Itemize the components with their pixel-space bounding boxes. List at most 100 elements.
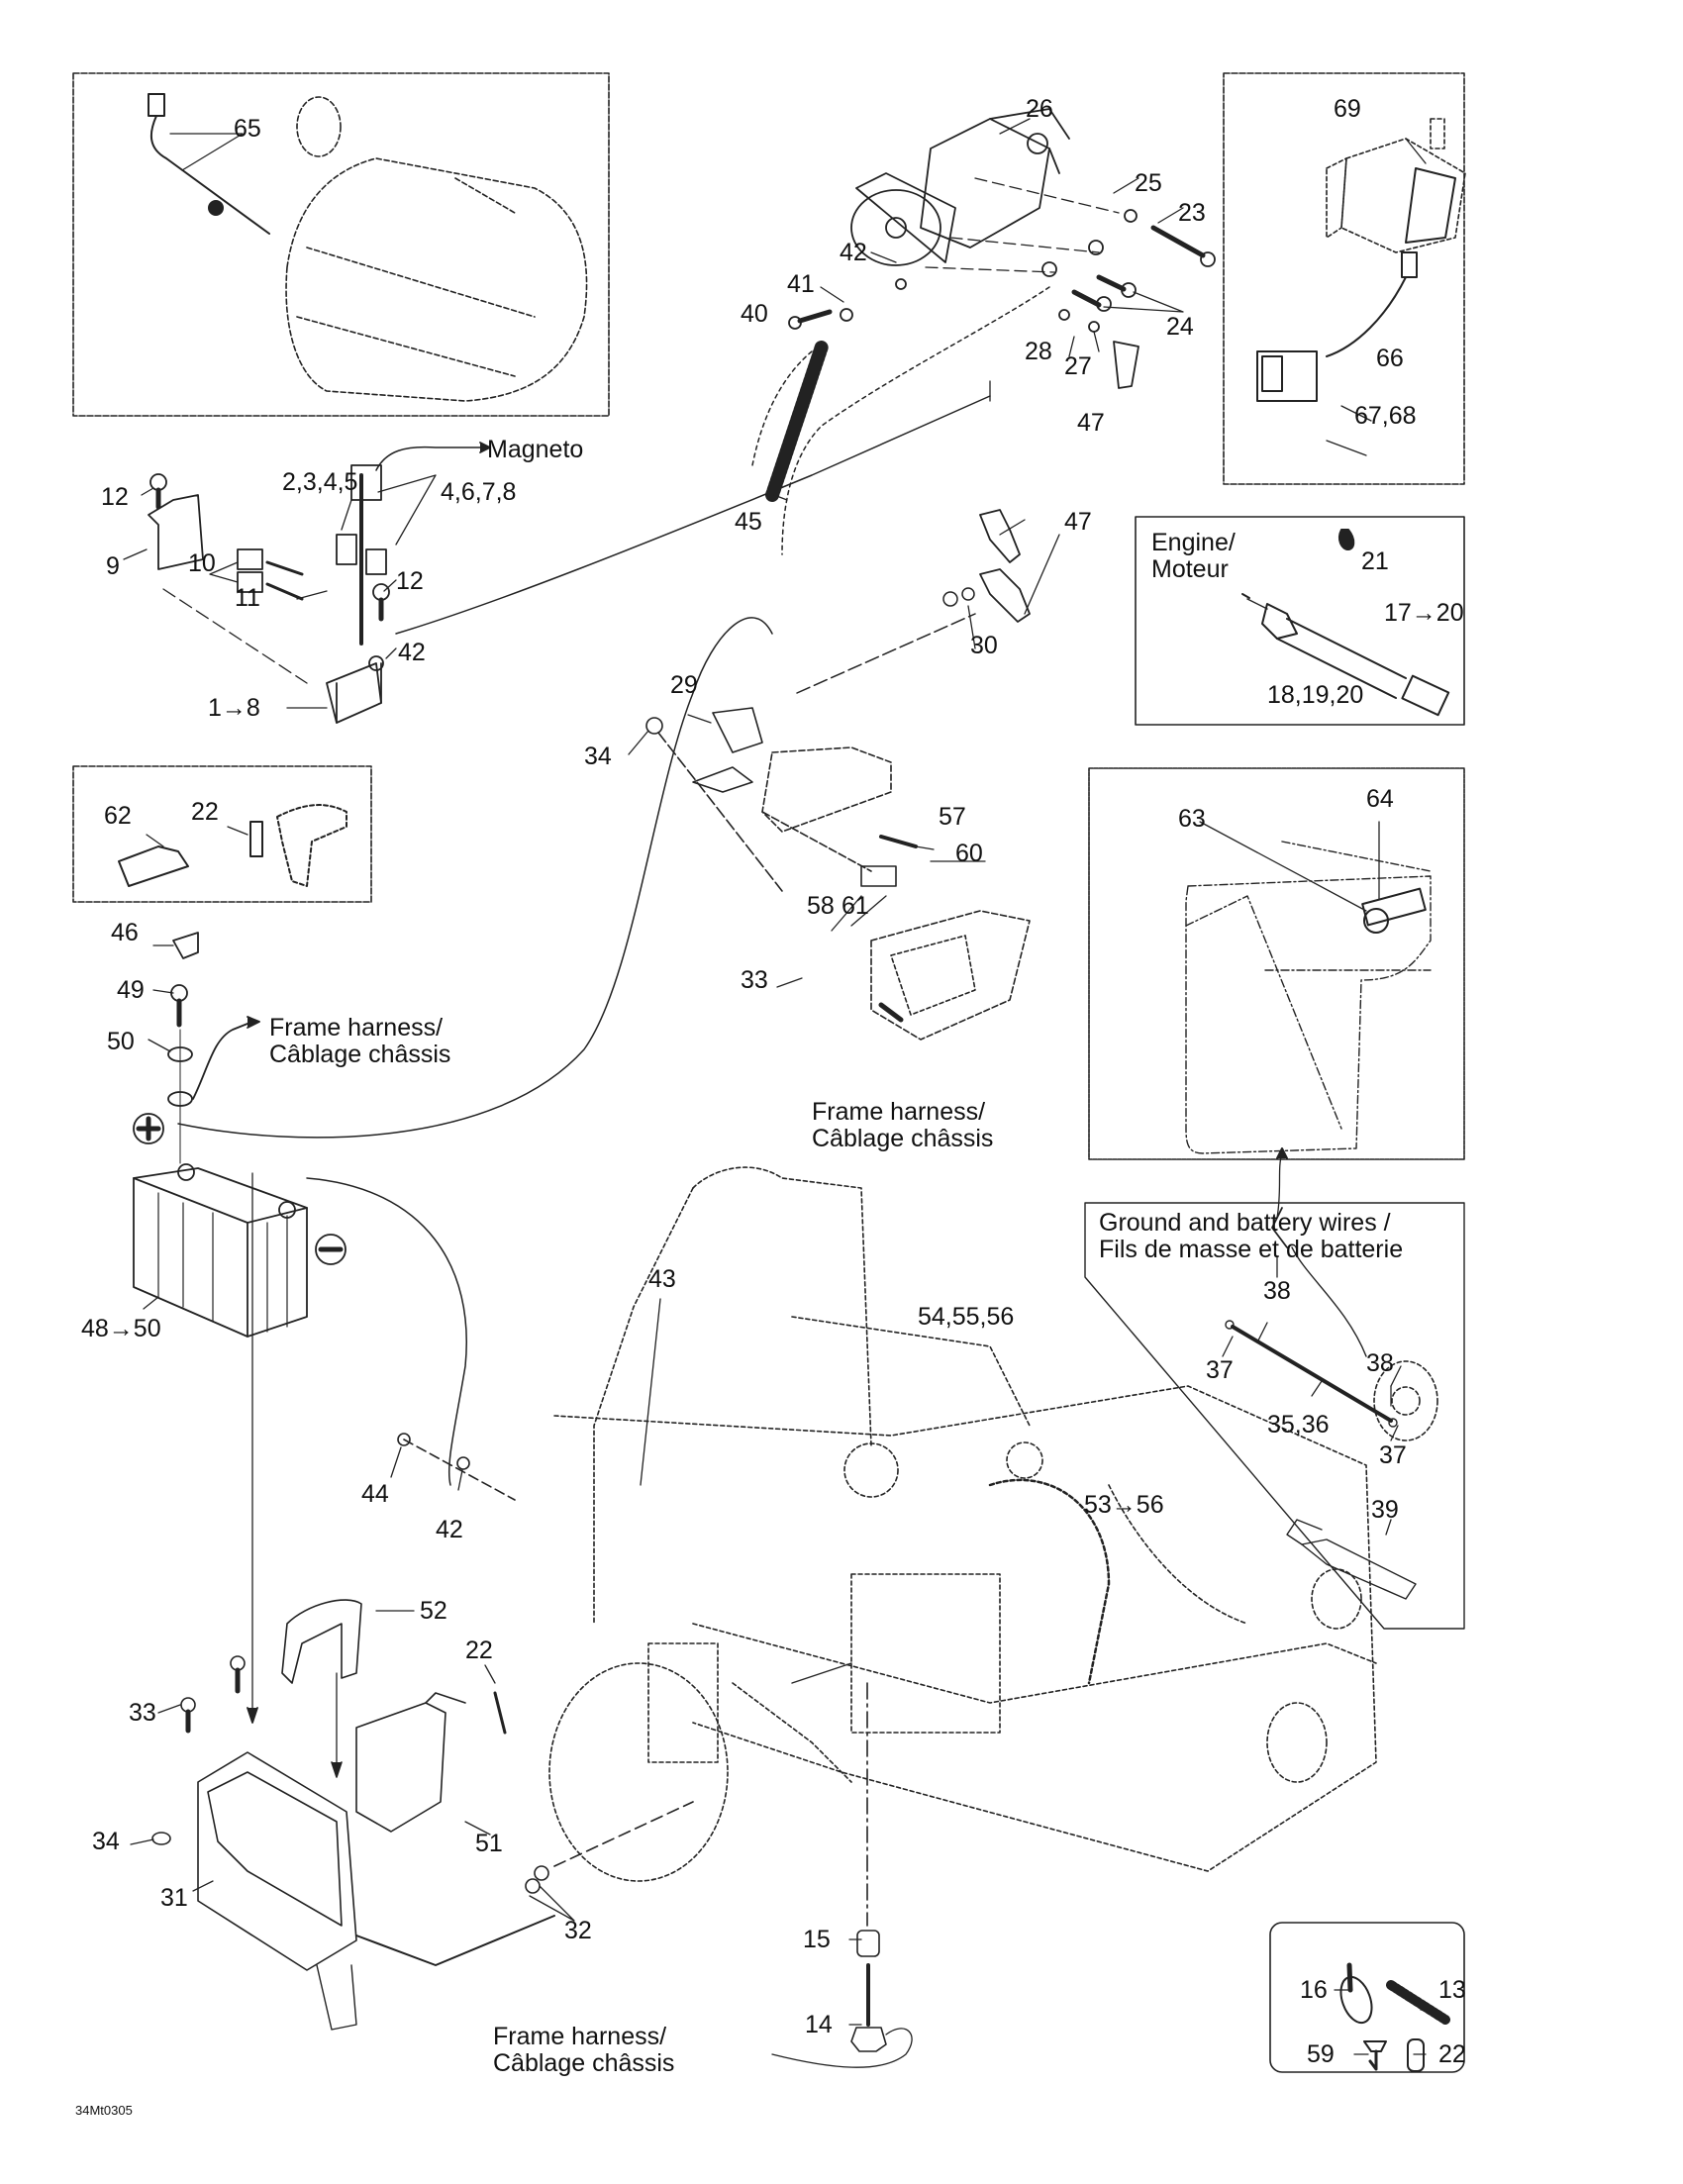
part-label-45: 45 bbox=[735, 508, 762, 536]
magneto-callout: Magneto bbox=[487, 436, 584, 463]
part-label-16: 16 bbox=[1300, 1976, 1328, 2004]
part-label-50: 50 bbox=[107, 1028, 135, 1055]
part-label-23: 23 bbox=[1178, 199, 1206, 227]
engine-callout-line-2: Moteur bbox=[1151, 555, 1229, 583]
frame-harness-callout-upper: Frame harness/ Câblage châssis bbox=[812, 1099, 993, 1152]
engine-callout: Engine/ Moteur bbox=[1151, 530, 1236, 583]
part-label-34-tray: 34 bbox=[92, 1828, 120, 1855]
part-label-57: 57 bbox=[939, 803, 966, 831]
part-label-15: 15 bbox=[803, 1926, 831, 1953]
part-label-63: 63 bbox=[1178, 805, 1206, 833]
part-label-42-regulator: 42 bbox=[398, 639, 426, 666]
frame-harness-line-2: Câblage châssis bbox=[269, 1041, 451, 1068]
regulator-harness-illustration bbox=[148, 442, 491, 724]
part-label-26: 26 bbox=[1026, 95, 1053, 123]
ground-wires-title-fr: Fils de masse et de batterie bbox=[1099, 1236, 1404, 1263]
leader-lines bbox=[123, 118, 1430, 2055]
part-label-2-3-4-5: 2,3,4,5 bbox=[282, 468, 358, 496]
part-label-64: 64 bbox=[1366, 785, 1394, 813]
part-label-44: 44 bbox=[361, 1480, 389, 1508]
part-label-59: 59 bbox=[1307, 2040, 1335, 2068]
part-label-1-to-8: 1→8 bbox=[208, 694, 260, 722]
inset-hardware bbox=[1269, 1922, 1465, 2073]
inset-speed-sensor bbox=[72, 72, 610, 417]
part-label-41: 41 bbox=[787, 270, 815, 298]
part-label-53-to-56: 53→56 bbox=[1084, 1491, 1164, 1519]
part-label-35-36: 35,36 bbox=[1267, 1411, 1330, 1439]
part-label-31: 31 bbox=[160, 1884, 188, 1912]
inset-bracket bbox=[72, 765, 372, 903]
part-label-60: 60 bbox=[955, 840, 983, 867]
part-label-61: 61 bbox=[842, 892, 869, 920]
inset-ground-battery-wires bbox=[1084, 1202, 1465, 1630]
inset-fuel-tank bbox=[1088, 767, 1465, 1160]
frame-harness-callout-battery: Frame harness/ Câblage châssis bbox=[269, 1015, 450, 1068]
part-label-17-to-20: 17→20 bbox=[1384, 599, 1464, 627]
spring-45-illustration bbox=[765, 340, 829, 502]
part-label-22-cover: 22 bbox=[465, 1637, 493, 1664]
part-label-52: 52 bbox=[420, 1597, 447, 1625]
part-label-67-68: 67,68 bbox=[1354, 402, 1417, 430]
speed-sensor-part bbox=[148, 93, 270, 235]
frame-harness-line-2: Câblage châssis bbox=[812, 1125, 994, 1152]
part-label-47-starter: 47 bbox=[1077, 409, 1105, 437]
battery-tray-illustration bbox=[151, 1599, 852, 2031]
part-label-42-ground: 42 bbox=[436, 1516, 463, 1543]
connector-54-illustration bbox=[1271, 1207, 1288, 1248]
part-label-47-middle: 47 bbox=[1064, 508, 1092, 536]
part-label-4-6-7-8: 4,6,7,8 bbox=[441, 478, 517, 506]
ground-hardware-illustration bbox=[397, 1433, 516, 1501]
part-label-34-linkage: 34 bbox=[584, 743, 612, 770]
part-label-39: 39 bbox=[1371, 1496, 1399, 1524]
frame-harness-line-1: Frame harness/ bbox=[269, 1014, 444, 1042]
part-label-37-bottom: 37 bbox=[1379, 1441, 1407, 1469]
part-label-12-right: 12 bbox=[396, 567, 424, 595]
part-label-13: 13 bbox=[1438, 1976, 1466, 2004]
part-label-29: 29 bbox=[670, 671, 698, 699]
part-label-33-tray: 33 bbox=[129, 1699, 156, 1727]
fuel-valve-14-15-illustration bbox=[771, 1682, 913, 2068]
frame-harness-callout-lower: Frame harness/ Câblage châssis bbox=[493, 2024, 674, 2077]
frame-harness-line-1: Frame harness/ bbox=[812, 1098, 986, 1126]
harness-53-cable bbox=[1291, 1246, 1367, 1357]
part-label-43: 43 bbox=[648, 1265, 676, 1293]
linkage-29-illustration bbox=[645, 707, 1031, 1041]
part-label-18-19-20: 18,19,20 bbox=[1267, 681, 1364, 709]
part-label-22-hardware: 22 bbox=[1438, 2040, 1466, 2068]
engine-callout-line-1: Engine/ bbox=[1151, 529, 1236, 556]
part-label-65: 65 bbox=[234, 115, 261, 143]
part-label-22-bracket: 22 bbox=[191, 798, 219, 826]
part-label-14: 14 bbox=[805, 2011, 833, 2038]
caps-47-illustration bbox=[979, 509, 1031, 623]
part-label-24: 24 bbox=[1166, 313, 1194, 341]
part-label-32: 32 bbox=[564, 1917, 592, 1944]
battery-illustration bbox=[133, 932, 346, 1724]
harness-cables bbox=[177, 286, 1050, 1486]
part-label-38-top: 38 bbox=[1263, 1277, 1291, 1305]
engine-housing-illustration bbox=[285, 96, 588, 402]
part-label-12-left: 12 bbox=[101, 483, 129, 511]
part-label-48-to-50: 48→50 bbox=[81, 1315, 161, 1342]
part-label-25: 25 bbox=[1135, 169, 1162, 197]
part-label-38-bottom: 38 bbox=[1366, 1349, 1394, 1377]
frame-harness-line-2: Câblage châssis bbox=[493, 2049, 675, 2077]
part-label-10: 10 bbox=[188, 549, 216, 577]
rod-30-illustration bbox=[796, 587, 976, 694]
part-label-66: 66 bbox=[1376, 345, 1404, 372]
figure-code: 34Mt0305 bbox=[75, 2103, 133, 2118]
part-label-40: 40 bbox=[741, 300, 768, 328]
part-label-11: 11 bbox=[235, 584, 260, 612]
part-label-28: 28 bbox=[1025, 338, 1052, 365]
inset-relay bbox=[1223, 72, 1466, 485]
part-label-54-55-56: 54,55,56 bbox=[918, 1303, 1015, 1331]
part-label-9: 9 bbox=[106, 552, 120, 580]
starter-motor-illustration bbox=[788, 108, 1216, 389]
ground-battery-wires-title: Ground and battery wires / Fils de masse… bbox=[1099, 1210, 1403, 1263]
part-label-69: 69 bbox=[1334, 95, 1361, 123]
chassis-frame-illustration bbox=[548, 1166, 1438, 1882]
part-label-49: 49 bbox=[117, 976, 145, 1004]
part-label-62: 62 bbox=[104, 802, 132, 830]
part-label-27: 27 bbox=[1064, 352, 1092, 380]
frame-harness-line-1: Frame harness/ bbox=[493, 2023, 667, 2050]
